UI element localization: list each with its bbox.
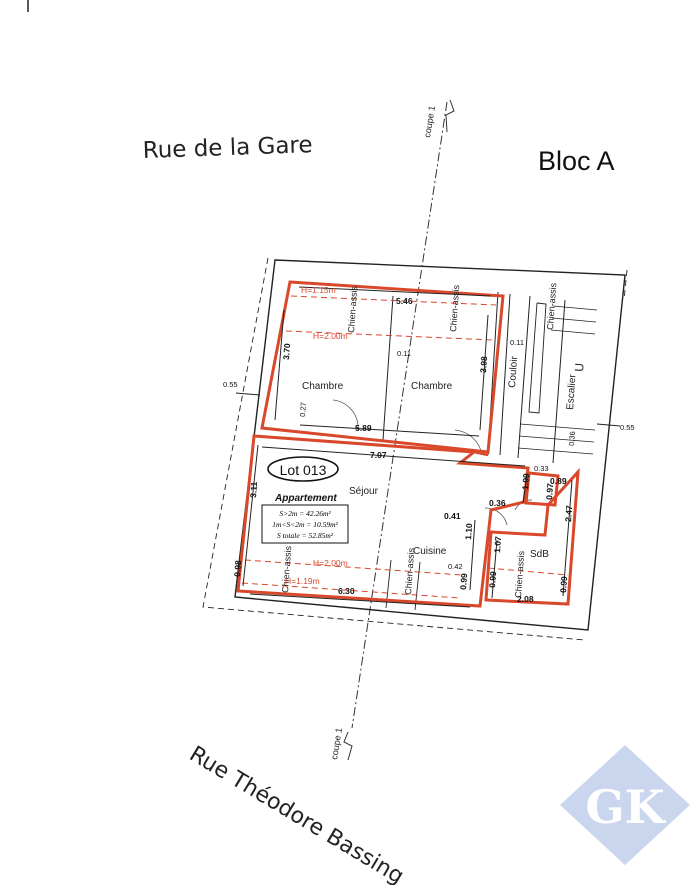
- lot-area-total: S totale = 52.85m²: [277, 531, 334, 540]
- dim-041: 0.41: [444, 511, 461, 521]
- section-label-top: coupe 1: [422, 105, 437, 138]
- dim-027: 0.27: [298, 402, 308, 417]
- dim-098: 0.98: [232, 560, 243, 577]
- lot-outline: [236, 280, 580, 608]
- dim-589: 5.89: [355, 423, 372, 433]
- dim-011a: 0.11: [397, 349, 411, 358]
- dim-110: 1.10: [463, 523, 474, 540]
- dim-089: 0.89: [550, 476, 567, 486]
- dim-055a: 0.55: [223, 380, 238, 389]
- room-label-chambre-2: Chambre: [411, 381, 453, 392]
- dim-370: 3.70: [281, 343, 292, 360]
- dim-099b: 0.99: [487, 571, 498, 588]
- room-label-couloir: Couloir: [507, 355, 520, 388]
- height-label-bottom-2: H=1.19m: [285, 576, 320, 586]
- dim-398: 3.98: [478, 356, 489, 373]
- height-label-top-1: H=1.15m: [301, 285, 336, 295]
- dim-042: 0.42: [448, 562, 463, 571]
- room-label-chien-assis-5: Chien-assis: [403, 547, 416, 595]
- dim-109: 1.09: [520, 473, 531, 490]
- dim-630: 6.30: [338, 586, 355, 596]
- gk-logo: GK: [560, 745, 690, 865]
- room-label-sejour: Séjour: [349, 486, 379, 497]
- section-line: [343, 99, 455, 761]
- dimension-labels: 5.46 3.70 0.11 3.98 0.11 0.55 0.55 0.27 …: [223, 296, 635, 604]
- lot-area-box: S>2m = 42.26m² 1m<S<2m = 10.59m² S total…: [261, 504, 349, 544]
- dim-546: 5.46: [396, 296, 413, 306]
- dim-707: 7.07: [370, 450, 387, 460]
- height-labels: H=1.15m H=2.00m H=2.00m H=1.19m: [285, 285, 348, 586]
- room-label-sdb: SdB: [530, 549, 549, 560]
- bloc-label: Bloc A: [538, 146, 615, 176]
- room-label-cuisine: Cuisine: [413, 546, 447, 557]
- height-label-bottom-1: H=2.00m: [313, 558, 348, 568]
- street-south-label: Rue Théodore Bassing: [185, 742, 408, 885]
- dimension-lines: [235, 286, 621, 608]
- svg-text:GK: GK: [585, 780, 666, 834]
- stair-direction-label: U: [572, 363, 587, 373]
- room-label-chien-assis-6: Chien-assis: [513, 550, 526, 598]
- lot-label: Lot 013: [267, 456, 339, 482]
- dim-099a: 0.99: [458, 573, 469, 590]
- street-north-label: Rue de la Gare: [142, 132, 313, 164]
- dim-033: 0.33: [534, 464, 549, 473]
- height-label-top-2: H=2.00m: [313, 331, 348, 341]
- lot-area-over-2m: S>2m = 42.26m²: [279, 509, 331, 518]
- room-label-escalier: Escalier: [565, 373, 579, 410]
- dim-097: 0.97: [544, 483, 555, 500]
- dim-311: 3.11: [248, 481, 259, 498]
- dim-055b: 0.55: [620, 423, 635, 432]
- room-label-chambre-1: Chambre: [302, 381, 344, 392]
- lot-type: Appartement: [274, 493, 337, 504]
- lot-name: Lot 013: [280, 462, 327, 478]
- dim-208: 2.08: [517, 594, 534, 604]
- section-label-bottom: coupe 1: [329, 727, 344, 760]
- dim-036b: 0.36: [489, 498, 506, 508]
- lot-area-1-2m: 1m<S<2m = 10.59m²: [272, 520, 338, 529]
- room-label-chien-assis-1: Chien-assis: [346, 285, 359, 333]
- dim-011b: 0.11: [510, 338, 524, 347]
- dim-107: 1.07: [492, 536, 503, 553]
- dim-036a: 0.36: [567, 431, 577, 446]
- dim-099c: 0.99: [558, 576, 569, 593]
- dim-247: 2.47: [563, 505, 574, 522]
- room-labels: Chambre Chambre Couloir Escalier U Séjou…: [280, 282, 587, 598]
- room-label-chien-assis-4: Chien-assis: [280, 545, 293, 593]
- room-label-chien-assis-3: Chien-assis: [545, 282, 558, 330]
- room-label-chien-assis-2: Chien-assis: [448, 284, 461, 332]
- height-lines: [241, 295, 569, 599]
